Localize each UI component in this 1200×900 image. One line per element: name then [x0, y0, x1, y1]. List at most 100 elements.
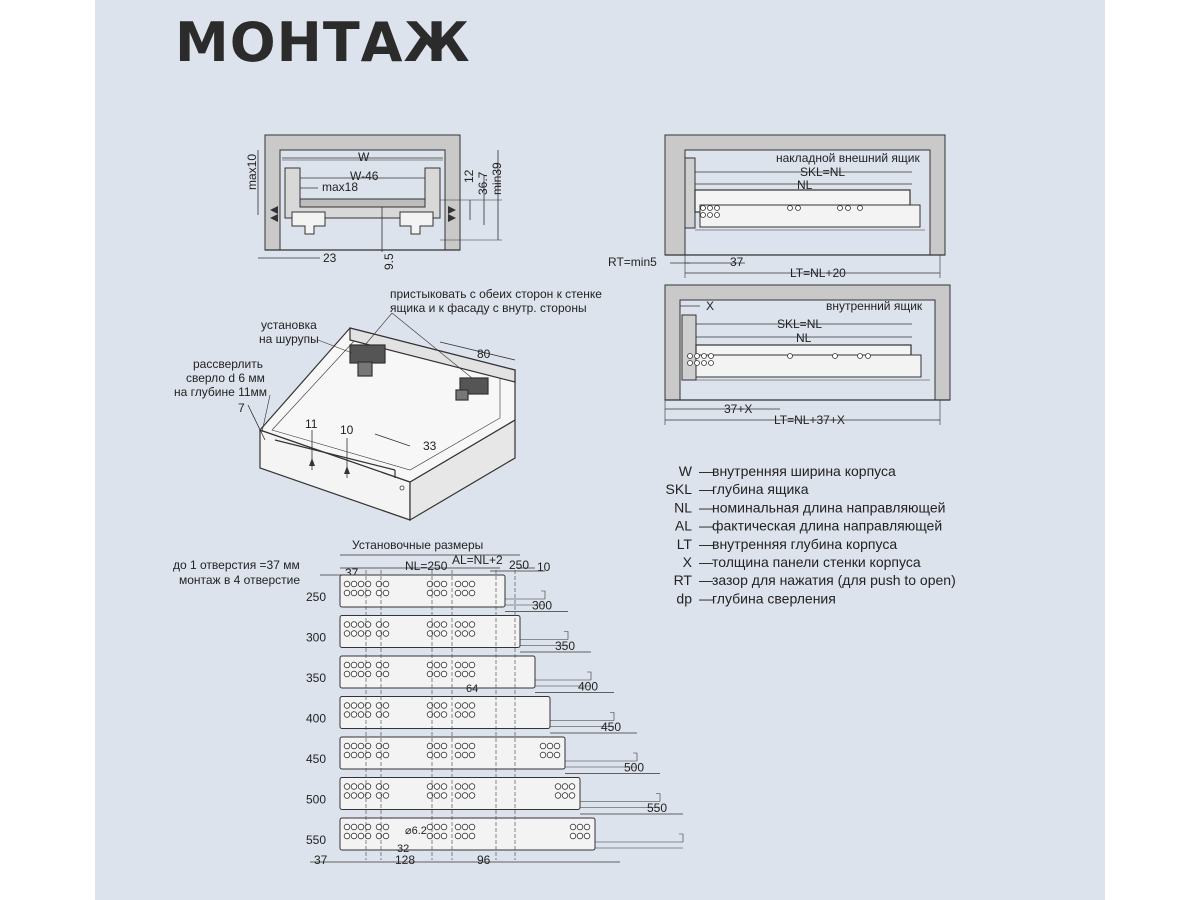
iso-dim-10: 10 — [340, 423, 354, 437]
rail-hole — [364, 792, 372, 799]
rail-hole — [375, 661, 383, 669]
rail-hole — [553, 751, 561, 759]
rail-hook — [656, 793, 661, 802]
rail-hole — [440, 832, 448, 840]
rail-hole — [364, 832, 372, 840]
rail-hole — [343, 823, 351, 831]
rail-hole — [364, 711, 372, 718]
dim-23: 23 — [323, 251, 337, 265]
rail-hole — [440, 783, 448, 790]
rail-hole — [468, 670, 476, 678]
rail-hole — [546, 742, 554, 750]
overlay-skl: SKL=NL — [800, 165, 845, 179]
overlay-rt: RT=min5 — [608, 255, 657, 269]
rail-hole — [375, 589, 383, 597]
rail-hole — [461, 589, 469, 597]
rail-hole — [343, 670, 351, 678]
rail-hole — [350, 742, 358, 750]
rail-hole — [382, 630, 390, 637]
rail-hole — [440, 621, 448, 628]
rail-hole — [343, 589, 351, 597]
rail-hole — [468, 832, 476, 840]
install-d32: 32 — [397, 843, 409, 855]
rail-hole — [357, 580, 365, 588]
rail-hole — [343, 783, 351, 790]
rail-hole — [454, 742, 462, 750]
rail-hole — [468, 630, 476, 637]
rail-hole — [433, 630, 441, 637]
dim-max18: max18 — [322, 180, 358, 194]
rail-hole — [357, 792, 365, 799]
legend-dash: — — [699, 518, 713, 534]
rail-nl-label: 350 — [555, 639, 575, 653]
drill-note-2: сверло d 6 мм — [186, 371, 265, 385]
legend-key: AL — [675, 518, 692, 534]
rail-hole — [440, 589, 448, 597]
install-note-2: монтаж в 4 отверстие — [179, 573, 300, 587]
legend-text: зазор для нажатия (для push to open) — [712, 572, 956, 588]
iso-dim-11: 11 — [305, 417, 318, 431]
rail-hole — [364, 621, 372, 628]
rail-hole — [375, 751, 383, 759]
rail-hole — [433, 832, 441, 840]
rail-hole — [357, 589, 365, 597]
rail-hole — [461, 670, 469, 678]
rail-hole — [468, 792, 476, 799]
legend-dash: — — [699, 554, 713, 570]
rail-hole — [375, 792, 383, 799]
install-nl250: NL=250 — [405, 559, 448, 573]
overlay-lt: LT=NL+20 — [790, 266, 846, 280]
rail-hole — [468, 580, 476, 588]
rail-body — [339, 817, 596, 851]
rail-hole — [382, 751, 390, 759]
rail-body — [339, 574, 506, 608]
rail-size-label: 350 — [306, 671, 326, 685]
rail-hole — [343, 792, 351, 799]
rail-hole — [382, 670, 390, 678]
inner-nl: NL — [796, 331, 812, 345]
rail-hole — [343, 630, 351, 637]
rail-hook — [610, 712, 615, 721]
rail-size-label: 250 — [306, 590, 326, 604]
rail-hole — [561, 792, 569, 799]
rail-hole — [440, 751, 448, 759]
rail-hole — [426, 832, 434, 840]
rail-hook — [587, 671, 592, 680]
rail-nl-label: 550 — [647, 801, 667, 815]
rail-body — [339, 736, 566, 770]
rail-hole — [461, 751, 469, 759]
legend-key: W — [679, 463, 693, 479]
drill-note-1: рассверлить — [193, 357, 263, 371]
rail-hole — [546, 751, 554, 759]
cross-section-drawing: W W-46 max18 max10 23 9.5 12 36.7 min39 — [245, 134, 504, 270]
rail-hole — [357, 783, 365, 790]
rail-hole — [357, 823, 365, 831]
rail-hole — [350, 711, 358, 718]
rail-hole — [433, 702, 441, 709]
install-al: AL=NL+2 — [452, 553, 503, 567]
rail-hole — [440, 670, 448, 678]
rail-hole — [350, 670, 358, 678]
legend-dash: — — [699, 481, 713, 497]
rail-size-label: 550 — [306, 833, 326, 847]
rail-hole — [350, 823, 358, 831]
rail-hole — [440, 711, 448, 718]
rail-hole — [583, 832, 591, 840]
rail-hole — [375, 670, 383, 678]
rail-hole — [576, 832, 584, 840]
rail-hole — [454, 832, 462, 840]
legend-key: SKL — [666, 481, 693, 497]
rail-hole — [426, 670, 434, 678]
rail-hole — [583, 823, 591, 831]
rail-hole — [382, 621, 390, 628]
rail-hole — [364, 702, 372, 709]
rail-hole — [343, 621, 351, 628]
legend-dash: — — [699, 590, 713, 606]
rail-hole — [382, 832, 390, 840]
rail-hole — [426, 661, 434, 669]
rail-nl-label: 500 — [624, 761, 644, 775]
rail-hole — [357, 661, 365, 669]
rail-hole — [375, 783, 383, 790]
